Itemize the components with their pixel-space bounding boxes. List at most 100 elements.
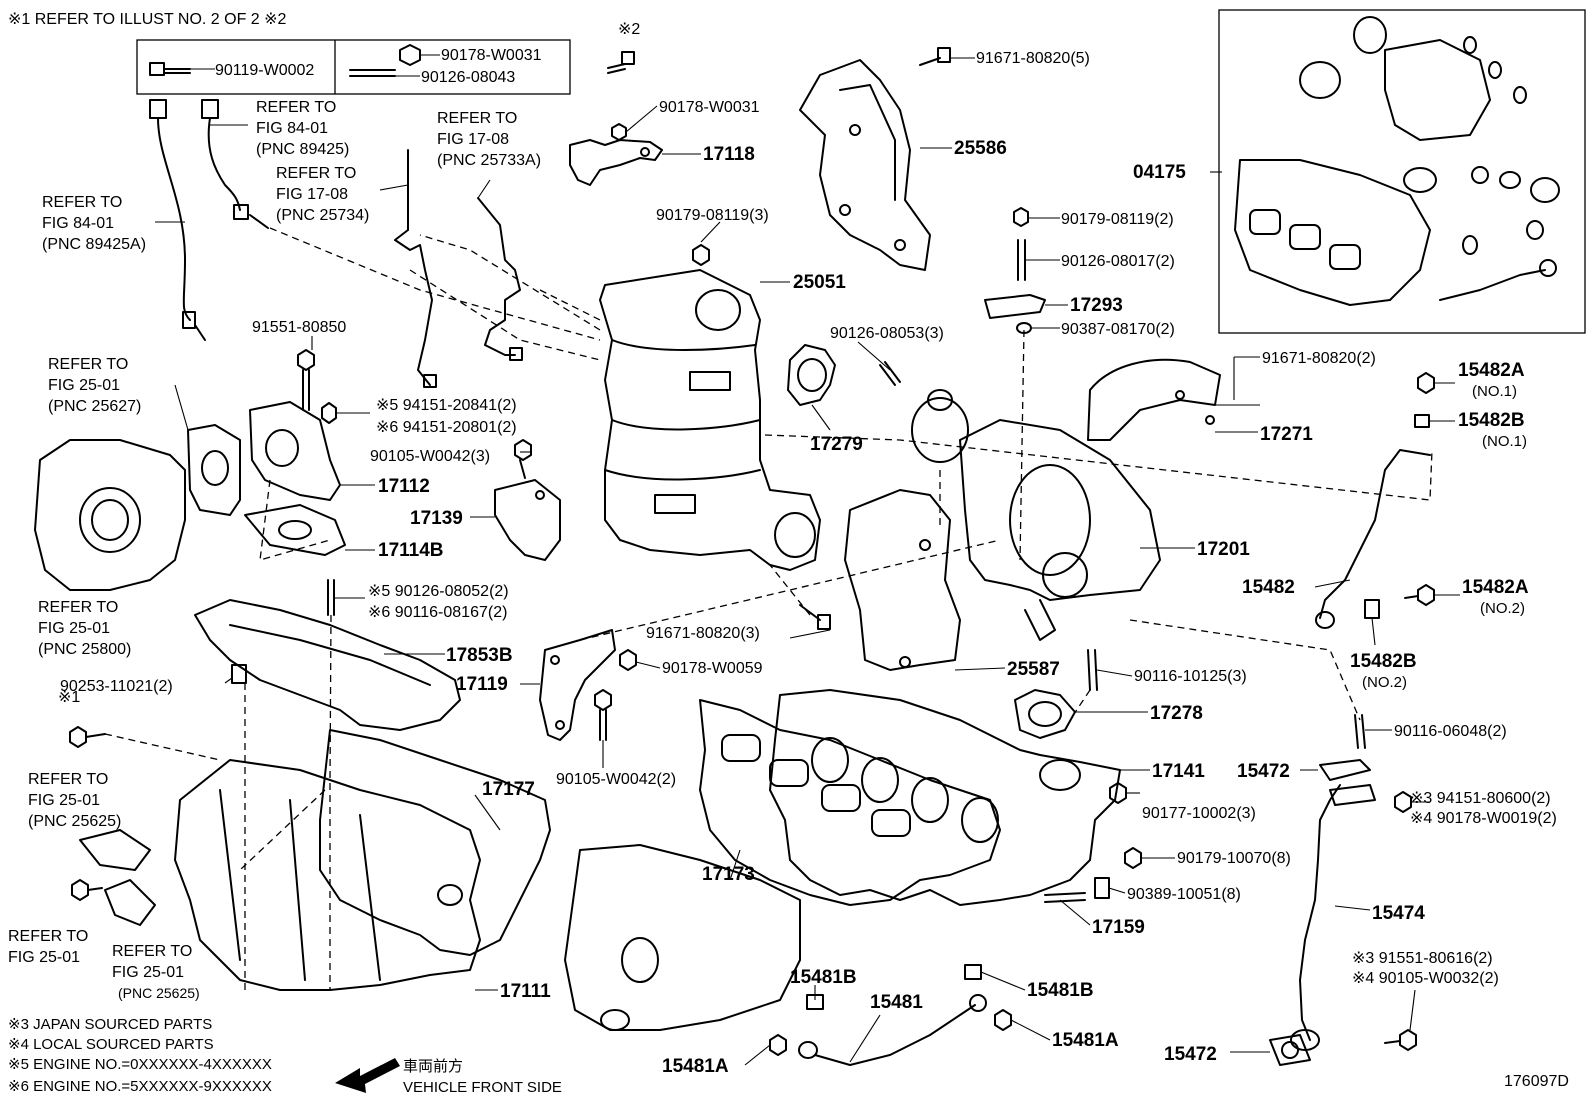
note-japan: ※3 JAPAN SOURCED PARTS [8, 1016, 212, 1033]
label-94151-80600-2: ※3 94151-80600(2) [1410, 790, 1551, 807]
label-15481B-right: 15481B [1027, 980, 1094, 1001]
bracket-17119 [539, 629, 616, 741]
label-91551-80616-2: ※3 91551-80616(2) [1352, 950, 1493, 967]
clamp-15482B-1-icon [1414, 414, 1430, 428]
stud-90126-08053 [879, 361, 901, 386]
nut-90178-icon [399, 44, 421, 66]
label-15482B-no2: 15482B [1350, 651, 1417, 672]
label-15482B-no2-sub: (NO.2) [1362, 674, 1407, 691]
bracket-17118 [569, 139, 663, 186]
label-25586: 25586 [954, 138, 1007, 159]
catalytic-converter-25051 [599, 269, 821, 571]
label-91671-80820-2: 91671-80820(2) [1262, 350, 1376, 367]
label-04175: 04175 [1133, 162, 1186, 183]
bolt-91671-3-icon [799, 604, 831, 630]
nut-17118-icon [611, 123, 627, 141]
label-90179-08119-2: 90179-08119(2) [1061, 211, 1174, 228]
label-15482: 15482 [1242, 577, 1295, 598]
label-90116-06048-2: 90116-06048(2) [1394, 723, 1507, 740]
note-engine6: ※6 ENGINE NO.=5XXXXXX-9XXXXXX [8, 1078, 272, 1095]
diagram-id: 176097D [1504, 1073, 1569, 1090]
label-15482B-no1: 15482B [1458, 410, 1525, 431]
plate-17293 [984, 294, 1046, 319]
label-17173: 17173 [702, 864, 755, 885]
label-94151-20841-2: ※5 94151-20841(2) [376, 397, 517, 414]
heat-shield-25587 [844, 489, 961, 671]
bracket-25625-right [104, 879, 156, 926]
oil-pipe-15474 [1290, 784, 1376, 1051]
insulator-17853B [194, 599, 461, 731]
bolt-90119-icon [149, 62, 191, 76]
label-15482A-no2: 15482A [1462, 577, 1529, 598]
label-90387-08170-2: 90387-08170(2) [1061, 321, 1175, 338]
label-25051: 25051 [793, 272, 846, 293]
front-jp: 車両前方 [403, 1058, 463, 1075]
label-17111: 17111 [500, 981, 551, 1002]
turbocharger-17201 [911, 389, 1161, 641]
label-90389-10051-8: 90389-10051(8) [1127, 886, 1241, 903]
adapter-17112 [249, 401, 341, 501]
label-17139: 17139 [410, 508, 463, 529]
label-91671-80820-5: 91671-80820(5) [976, 50, 1090, 67]
stud-90126-icon [349, 69, 396, 77]
bolt-91551-icon [297, 349, 315, 411]
vehicle-front-arrow-icon [335, 1058, 400, 1093]
label-94151-20801-2: ※6 94151-20801(2) [376, 419, 517, 436]
sensor-tube-25733A [477, 197, 523, 361]
nut-94151-80600-icon [1394, 791, 1412, 813]
label-15481A-left: 15481A [662, 1056, 729, 1077]
label-15482B-no1-sub: (NO.1) [1482, 433, 1527, 450]
intake-manifold-17111 [174, 759, 481, 991]
part-number-labels: 90119-W0002 90178-W0031 90126-08043 9017… [60, 47, 1557, 1077]
heat-shield-17271 [1087, 358, 1221, 441]
bolt-90105-w0042-2-icon [594, 689, 612, 741]
bolt-91671-top-icon [919, 47, 951, 66]
label-90178-W0059: 90178-W0059 [662, 660, 763, 677]
label-15472-bottom: 15472 [1164, 1044, 1217, 1065]
bolt-15482A-2-icon [1404, 584, 1435, 606]
label-17177: 17177 [482, 779, 535, 800]
collar-90253-icon [231, 664, 247, 684]
label-90105-W0042-2: 90105-W0042(2) [556, 771, 676, 788]
label-15482A-no2-sub: (NO.2) [1480, 600, 1525, 617]
label-15481B-left: 15481B [790, 967, 857, 988]
turbo-assembly-04175-sketch [1234, 16, 1560, 306]
label-17293: 17293 [1070, 295, 1123, 316]
bolt-fig25-icon [71, 879, 103, 901]
throttle-body-25800 [34, 439, 186, 591]
label-17114B: 17114B [378, 540, 444, 561]
gasket-15472-bottom [1269, 1034, 1311, 1066]
stud-90116-06048 [1354, 714, 1366, 749]
leader-lines [155, 54, 1460, 1066]
label-15474: 15474 [1372, 903, 1425, 924]
bolt-91551-80616-icon [1384, 1029, 1417, 1051]
nut-90178-w0059-icon [619, 649, 637, 671]
collar-90389-icon [1094, 877, 1110, 899]
gasket-17279 [787, 344, 836, 406]
nut-90179-08119-2-icon [1013, 207, 1029, 227]
stud-17159 [1044, 892, 1086, 903]
label-90179-10070-8: 90179-10070(8) [1177, 850, 1291, 867]
dashed-connectors [104, 227, 1433, 990]
label-90253-11021-2: 90253-11021(2) [60, 678, 173, 695]
label-91671-80820-3: 91671-80820(3) [646, 625, 760, 642]
label-90105-W0042-3: 90105-W0042(3) [370, 448, 490, 465]
label-17141: 17141 [1152, 761, 1205, 782]
label-90116-08167-2: ※6 90116-08167(2) [368, 604, 507, 621]
bolt-15481A-icon [769, 1034, 787, 1056]
label-17112: 17112 [378, 476, 430, 497]
nut-90179-10070-icon [1124, 847, 1142, 869]
label-17271: 17271 [1260, 424, 1313, 445]
top-left-kit-box [136, 39, 571, 95]
gasket-17114B [244, 504, 346, 556]
label-15481A-right: 15481A [1052, 1030, 1119, 1051]
label-17279: 17279 [810, 434, 863, 455]
label-90177-10002-3: 90177-10002(3) [1142, 805, 1256, 822]
label-17159: 17159 [1092, 917, 1145, 938]
